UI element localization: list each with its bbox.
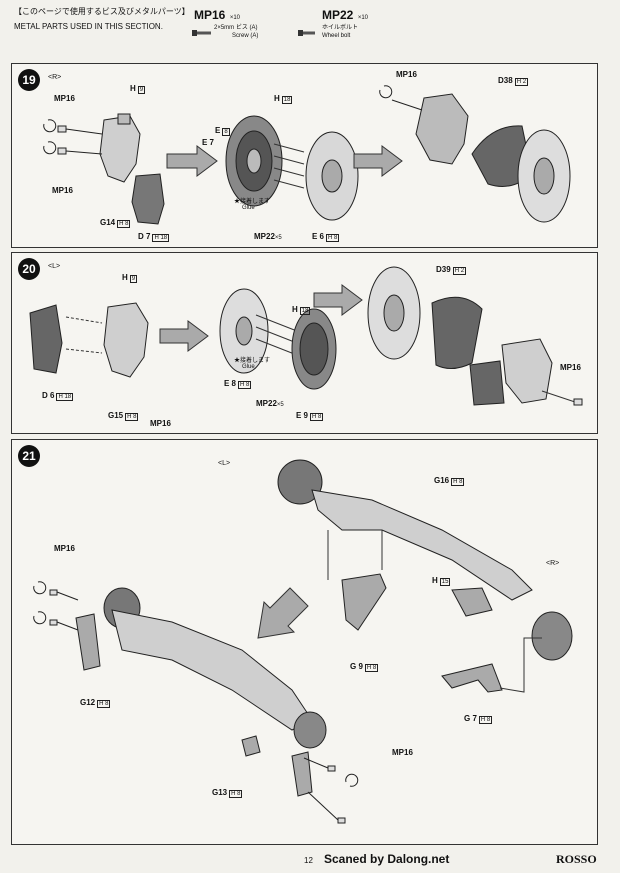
step-20-number: 20 [18,258,40,280]
step-19-label-mp22: MP22×5 [254,232,282,241]
header-title-en: METAL PARTS USED IN THIS SECTION. [14,22,163,31]
step-19-illustration [43,85,571,225]
legend-mp16-qty: ×10 [229,15,240,21]
step-21-number: 21 [18,445,40,467]
legend-mp16-code: MP16 [194,8,226,22]
step-19-panel: 19 <R> [11,63,598,248]
legend-mp22-qty: ×10 [357,15,368,21]
step-19-number: 19 [18,69,40,91]
step-21-illustration [33,459,573,824]
step-21-side-r: <R> [546,560,560,567]
step-20-label-mp16-b: MP16 [560,363,581,372]
step-20-illustration [29,266,583,406]
legend-mp22-spec-jp: ホイルボルト [322,25,359,31]
legend-mp16-spec-jp: 2×5mm ビス (A) [214,25,258,31]
step-19-label-mp16-b: MP16 [52,186,73,195]
step-20-side: <L> [48,263,61,270]
page-number: 12 [304,856,313,865]
header-title-jp: 【このページで使用するビス及びメタルパーツ】 [14,7,190,16]
legend-mp22-spec-en: Wheel bolt [322,33,351,39]
step-20-label-mp16-a: MP16 [150,419,171,428]
step-19-label-glue-en: Glue [242,205,255,211]
legend-mp16: MP16 ×10 2×5mm ビス (A) Screw (A) [194,6,258,40]
step-20-label-glue: ★接着します [234,358,271,364]
step-19-label-mp16-c: MP16 [396,70,417,79]
screw-icon [192,30,211,36]
step-21-side-l: <L> [218,460,231,467]
step-19-label-e7: E 7 [202,138,215,147]
step-20-label-mp22: MP22×5 [256,399,284,408]
legend-mp22-code: MP22 [322,8,354,22]
step-21-label-mp16-a: MP16 [54,544,75,553]
legend-mp16-spec-en: Screw (A) [232,33,259,39]
step-19-label-glue: ★接着します [234,199,271,205]
legend-mp22: MP22 ×10 ホイルボルト Wheel bolt [322,6,368,40]
step-19-label-mp16-a: MP16 [54,94,75,103]
step-21-label-mp16-b: MP16 [392,748,413,757]
step-20-label-glue-en: Glue [242,364,255,370]
scan-credit: Scaned by Dalong.net [324,852,450,866]
brand-logo: ROSSO [556,852,597,866]
step-19-side: <R> [48,74,62,81]
bolt-icon [298,30,315,36]
